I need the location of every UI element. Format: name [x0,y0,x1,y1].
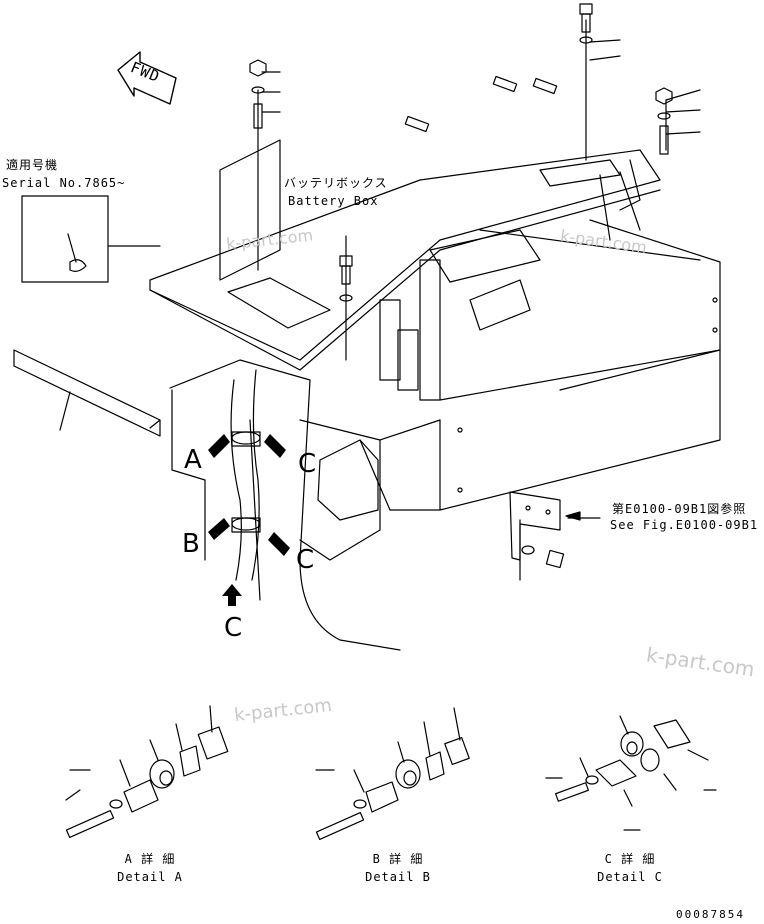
serial-title: 適用号機 [6,158,59,172]
insulator-strip [13,349,161,437]
view-arrow-icon [208,434,290,606]
clamp-b [231,517,261,533]
detail-a-label-en: Detail A [117,870,183,884]
see-fig-label-en: See Fig.E0100-09B1 [610,518,759,532]
serial-number: Serial No.7865~ [2,176,126,190]
detail-c-label-jp: C 詳 細 [604,852,656,866]
detail-b-drawing [315,707,470,841]
bolt-icons [249,3,673,302]
fwd-arrow-icon [117,51,177,105]
mounting-bracket [509,491,581,569]
detail-b-label-jp: B 詳 細 [372,852,424,866]
view-letter-c-top: C [298,449,317,479]
detail-a-drawing [65,705,229,839]
view-letter-b: B [182,529,200,559]
battery-box-label-en: Battery Box [288,194,379,208]
serial-inset-box [21,195,161,283]
see-fig-label-jp: 第E0100-09B1図参照 [612,502,747,516]
view-letter-c-arrow: C [224,613,243,643]
detail-a-label-jp: A 詳 細 [124,852,176,866]
view-letter-a: A [184,445,202,475]
part-number: 00087854 [676,908,745,921]
detail-c-label-en: Detail C [597,870,663,884]
leader-lines [257,19,701,581]
battery-enclosure [169,359,401,651]
battery-box-label-jp: バッテリボックス [284,176,388,190]
battery-box-frame [149,139,721,511]
view-letter-c-bottom: C [296,545,315,575]
clamp-a [231,431,261,447]
detail-c-drawing [545,715,717,831]
detail-b-label-en: Detail B [365,870,431,884]
